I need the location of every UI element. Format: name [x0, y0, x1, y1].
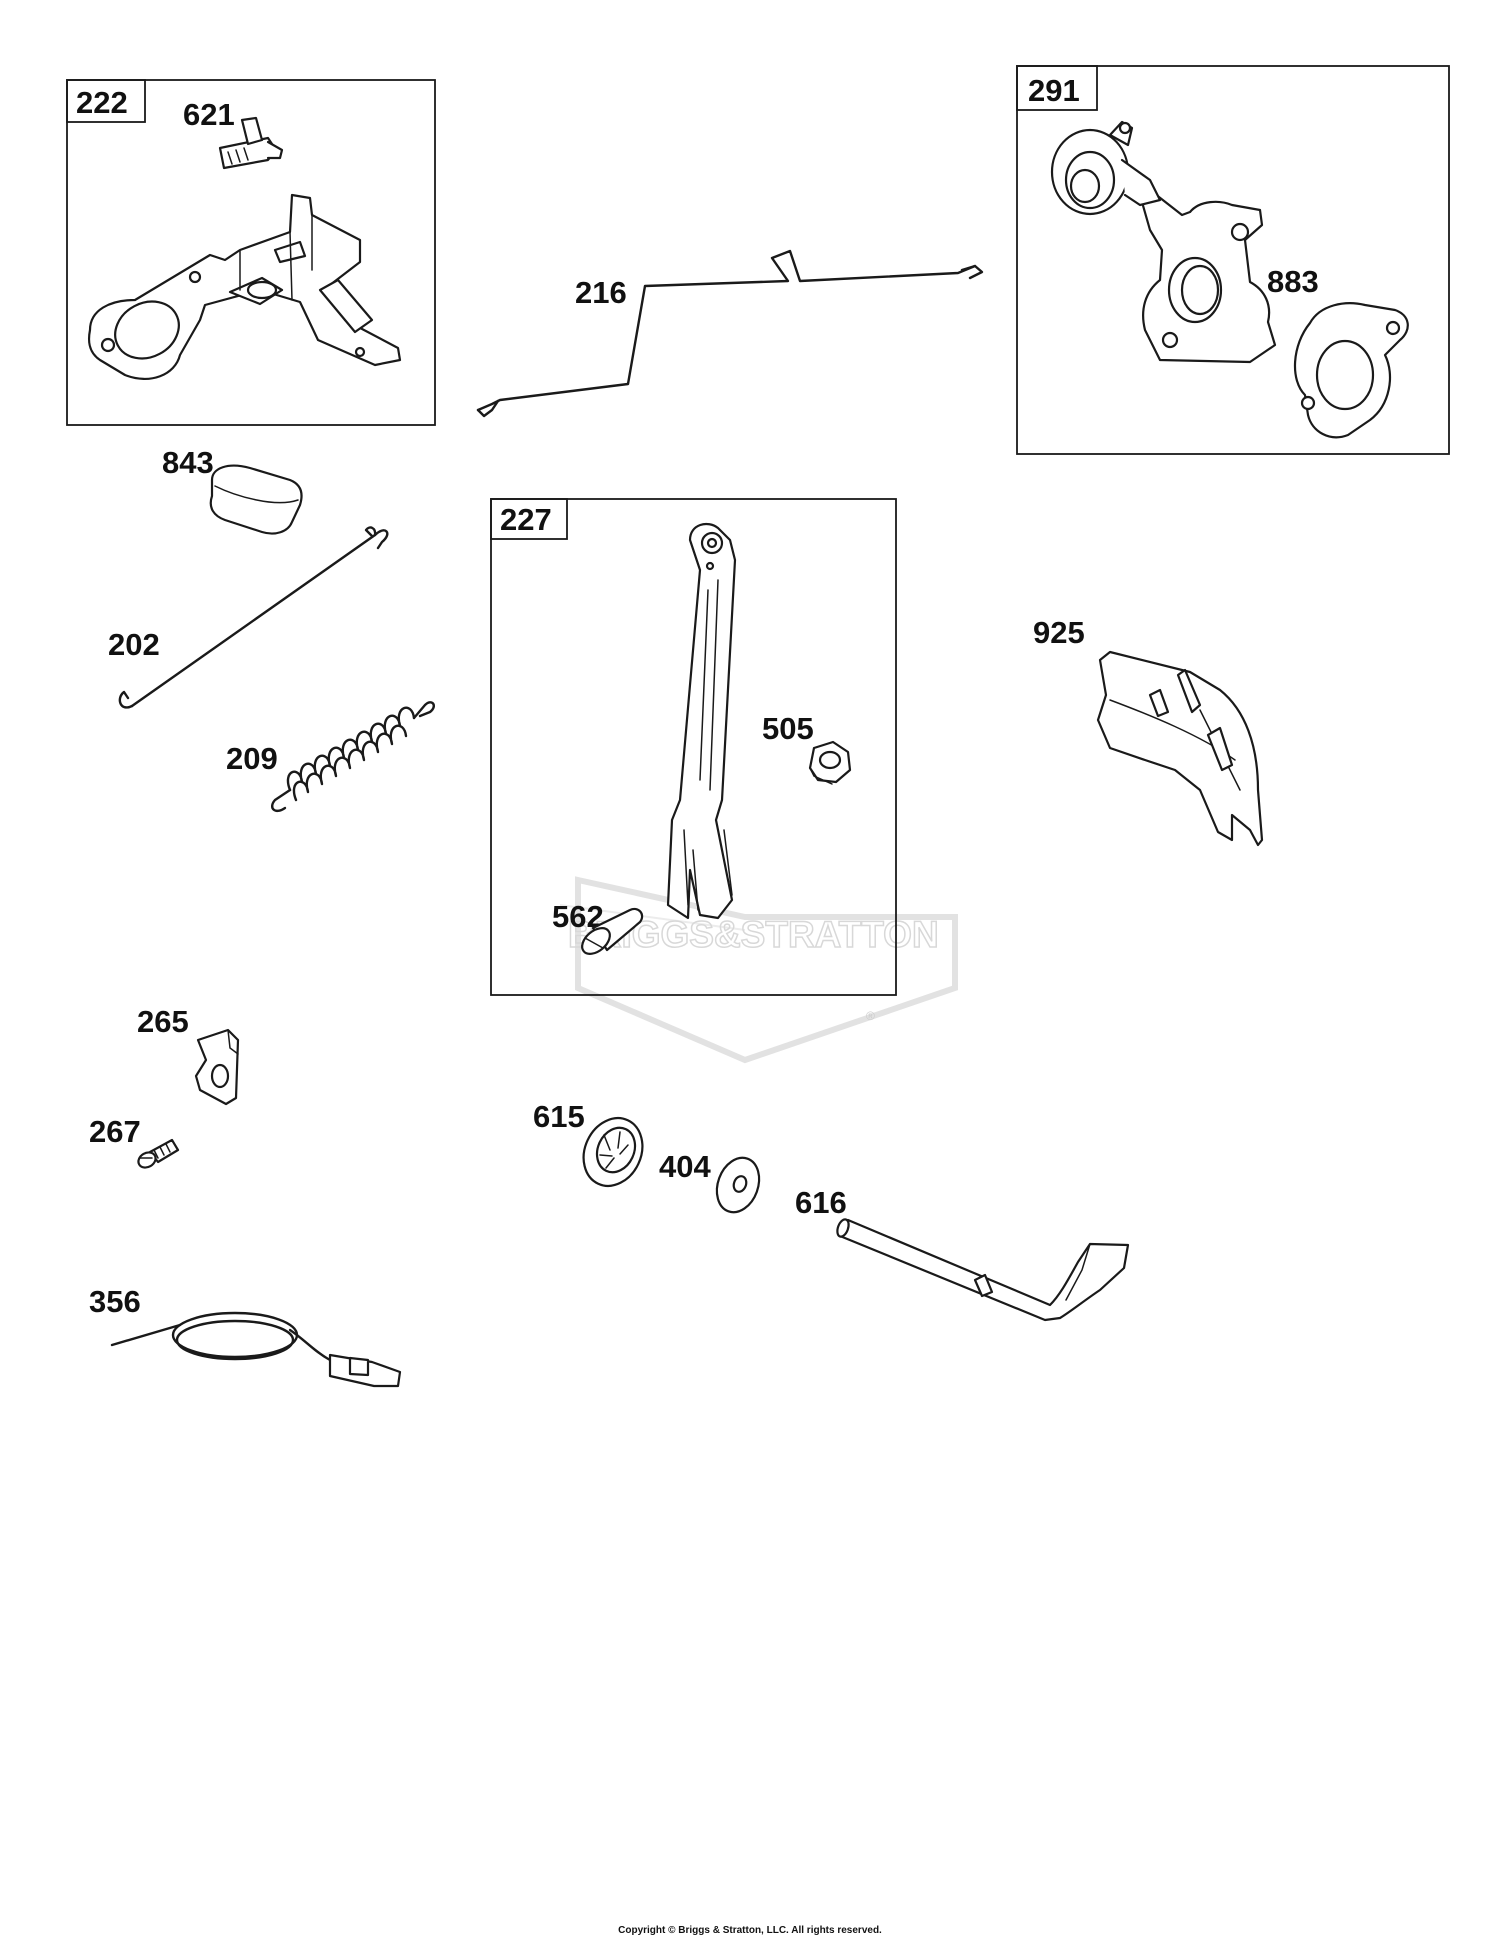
pin-562-icon[interactable]	[577, 907, 644, 959]
kit-box-222: 222	[66, 79, 436, 426]
part-label-615[interactable]: 615	[533, 1099, 585, 1134]
box-label-222: 222	[76, 85, 128, 120]
screw-267-icon[interactable]	[136, 1138, 180, 1171]
kit-box-227: 227	[490, 498, 897, 996]
box-label-227: 227	[500, 502, 552, 537]
part-label-843[interactable]: 843	[162, 445, 214, 480]
part-label-356[interactable]: 356	[89, 1284, 141, 1319]
cover-843-icon[interactable]	[209, 464, 303, 535]
part-label-265[interactable]: 265	[137, 1004, 189, 1039]
part-label-404[interactable]: 404	[659, 1149, 711, 1184]
part-label-267[interactable]: 267	[89, 1114, 141, 1149]
kit-box-291: 291	[1016, 65, 1450, 455]
grommet-615-icon[interactable]	[573, 1108, 653, 1195]
copyright-notice: Copyright © Briggs & Stratton, LLC. All …	[618, 1925, 882, 1936]
spring-209-icon[interactable]	[271, 701, 435, 813]
choke-bracket-291-icon[interactable]	[1050, 120, 1277, 364]
air-guide-925-icon[interactable]	[1096, 650, 1264, 847]
watermark-registered-mark: ®	[866, 1009, 875, 1023]
control-bracket-222-icon[interactable]	[87, 193, 402, 380]
ground-wire-356-icon[interactable]	[110, 1311, 402, 1388]
part-label-216[interactable]: 216	[575, 275, 627, 310]
part-label-616[interactable]: 616	[795, 1185, 847, 1220]
governor-link-216-icon[interactable]	[476, 249, 984, 418]
part-label-505[interactable]: 505	[762, 711, 814, 746]
clamp-265-icon[interactable]	[194, 1028, 240, 1106]
nut-505-icon[interactable]	[808, 740, 852, 785]
clip-621-icon[interactable]	[218, 116, 284, 170]
box-label-291: 291	[1028, 73, 1080, 108]
part-label-621[interactable]: 621	[183, 97, 235, 132]
washer-404-icon[interactable]	[710, 1152, 767, 1218]
part-label-209[interactable]: 209	[226, 741, 278, 776]
part-label-202[interactable]: 202	[108, 627, 160, 662]
part-label-925[interactable]: 925	[1033, 615, 1085, 650]
governor-lever-227-icon[interactable]	[666, 522, 737, 920]
part-label-883[interactable]: 883	[1267, 264, 1319, 299]
shaft-616-icon[interactable]	[835, 1218, 1130, 1322]
gasket-883-icon[interactable]	[1293, 302, 1409, 439]
governor-spring-link-202-icon[interactable]	[118, 526, 389, 709]
